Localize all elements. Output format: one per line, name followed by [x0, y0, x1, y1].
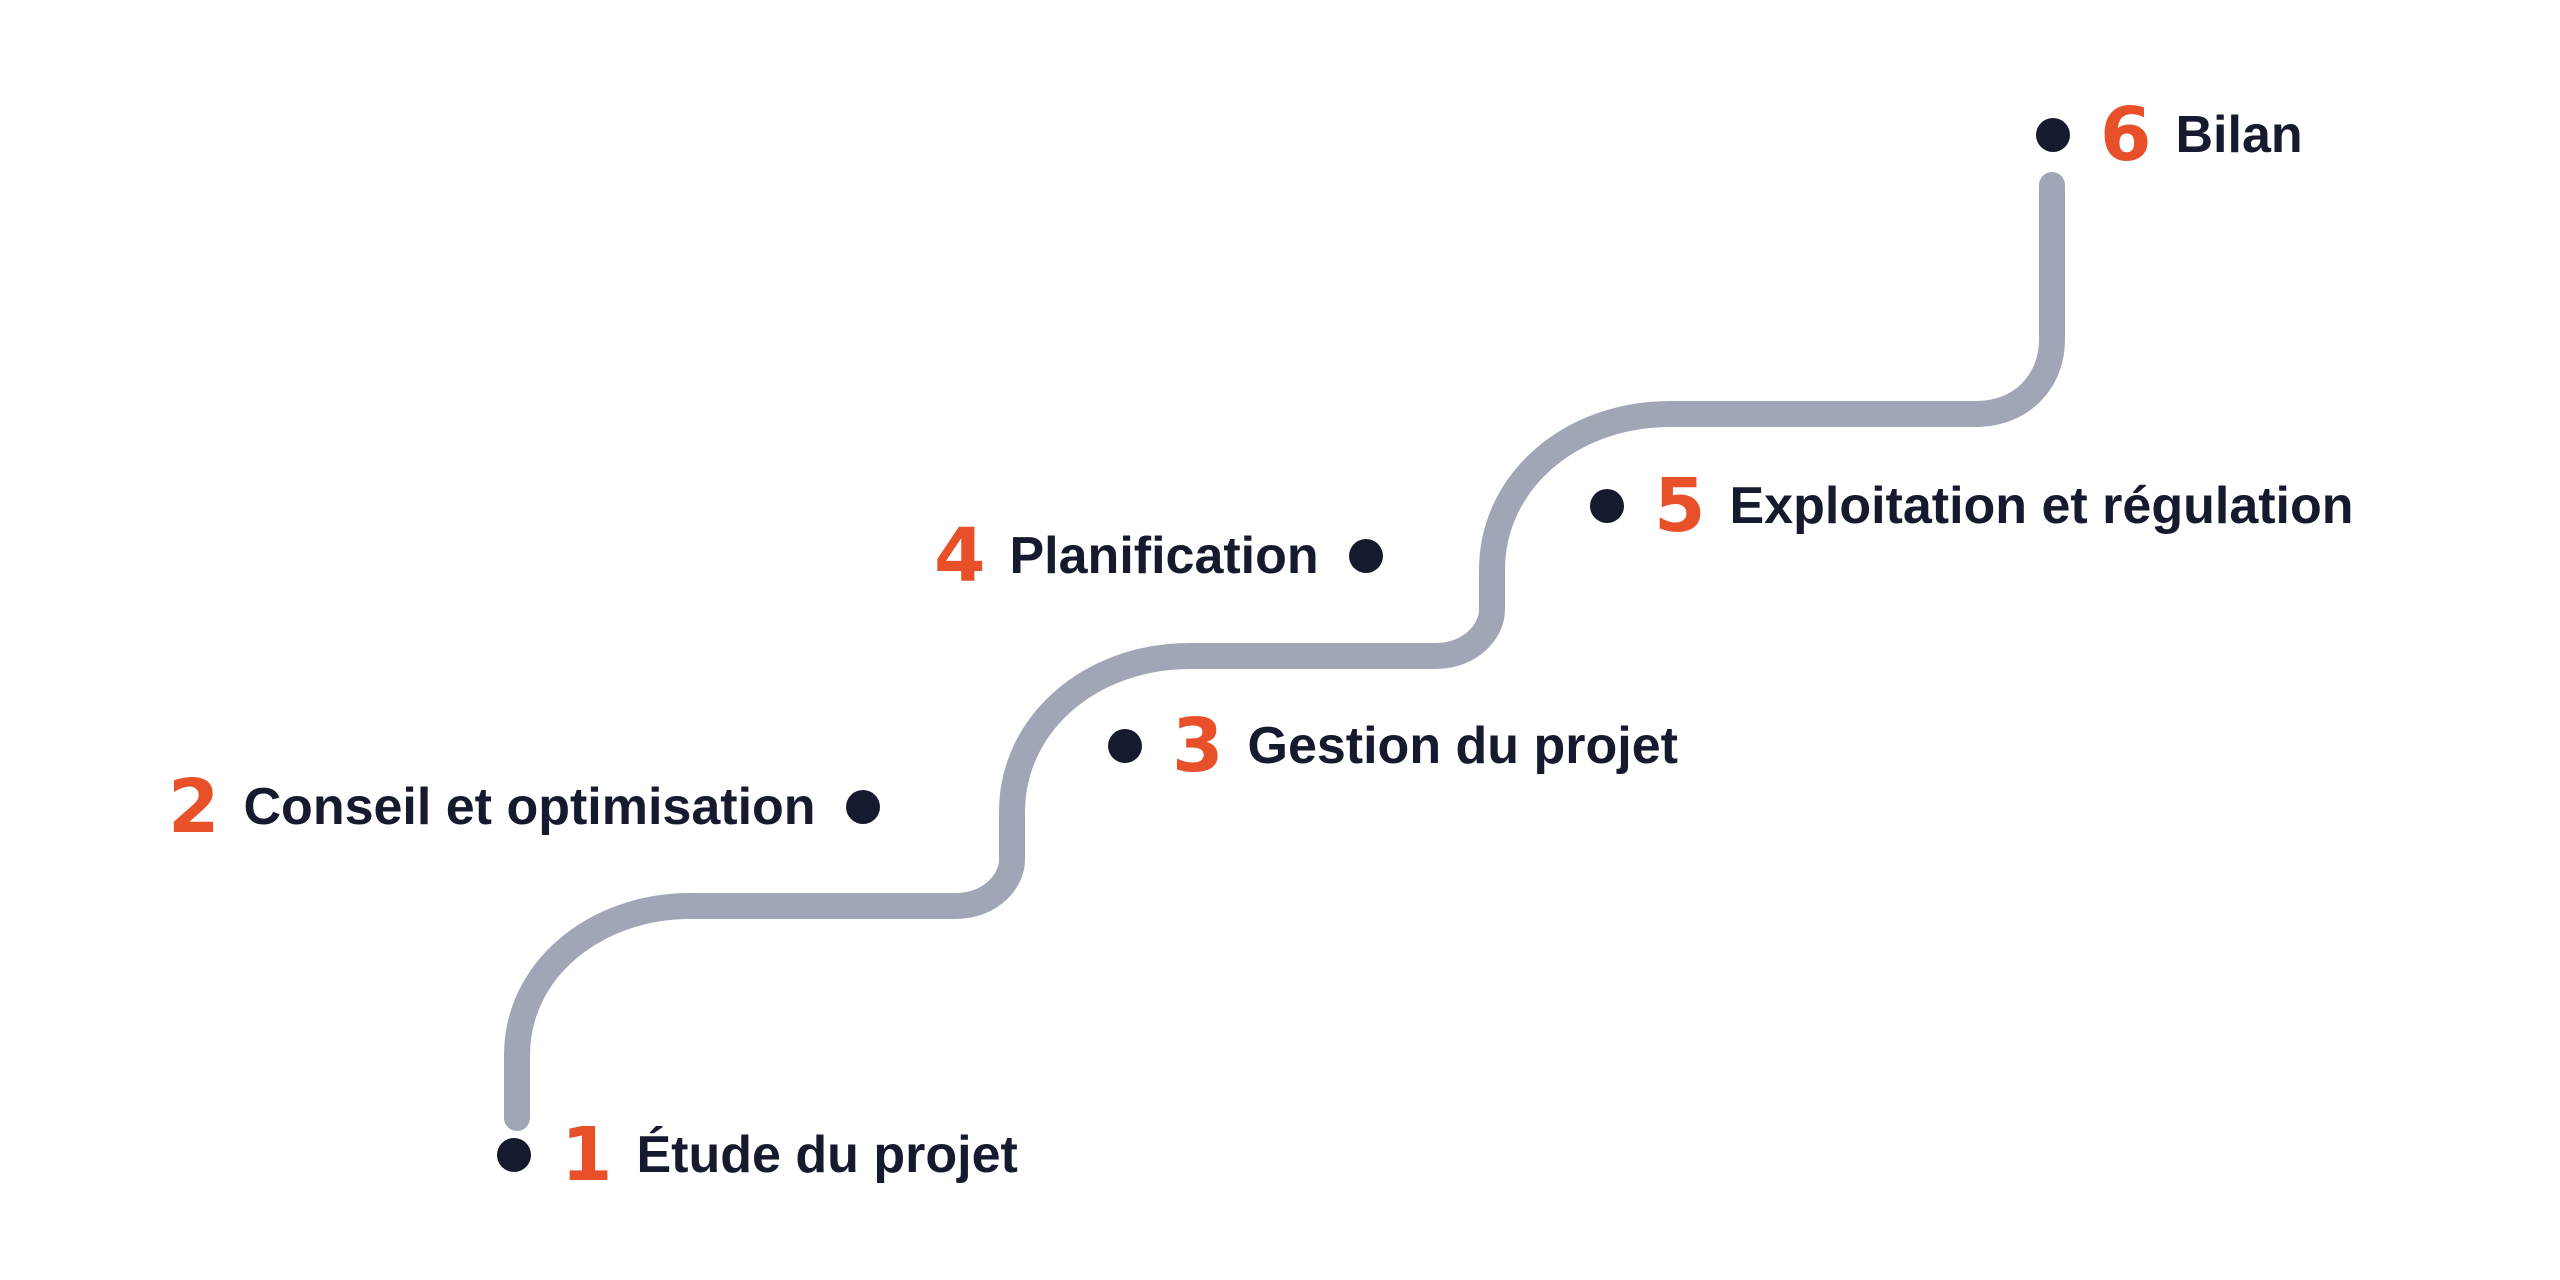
- step-3-label: Gestion du projet: [1247, 717, 1678, 775]
- step-4-number: 4: [934, 513, 986, 599]
- step-3-dot: [1108, 729, 1142, 763]
- step-5-dot: [1590, 489, 1624, 523]
- staircase-connector-line: [504, 172, 2065, 1131]
- step-2-dot: [845, 790, 880, 824]
- step-1: 1 Étude du projet: [497, 1118, 1018, 1192]
- step-2: 2 Conseil et optimisation: [168, 770, 880, 844]
- step-2-label: Conseil et optimisation: [243, 778, 816, 836]
- step-6-label: Bilan: [2175, 106, 2303, 164]
- step-3-number: 3: [1172, 703, 1224, 789]
- step-1-label: Étude du projet: [636, 1126, 1018, 1184]
- step-4-dot: [1348, 539, 1383, 573]
- step-6-number: 6: [2100, 92, 2152, 178]
- step-2-number: 2: [168, 764, 220, 850]
- step-4-label: Planification: [1009, 527, 1319, 585]
- step-5-number: 5: [1654, 463, 1706, 549]
- step-1-dot: [497, 1138, 531, 1172]
- step-5-label: Exploitation et régulation: [1729, 477, 2354, 535]
- step-1-number: 1: [561, 1112, 613, 1198]
- step-5: 5 Exploitation et régulation: [1590, 469, 2354, 543]
- step-4: 4 Planification: [934, 519, 1383, 593]
- step-6: 6 Bilan: [2036, 98, 2303, 172]
- step-3: 3 Gestion du projet: [1108, 709, 1678, 783]
- step-6-dot: [2036, 118, 2070, 152]
